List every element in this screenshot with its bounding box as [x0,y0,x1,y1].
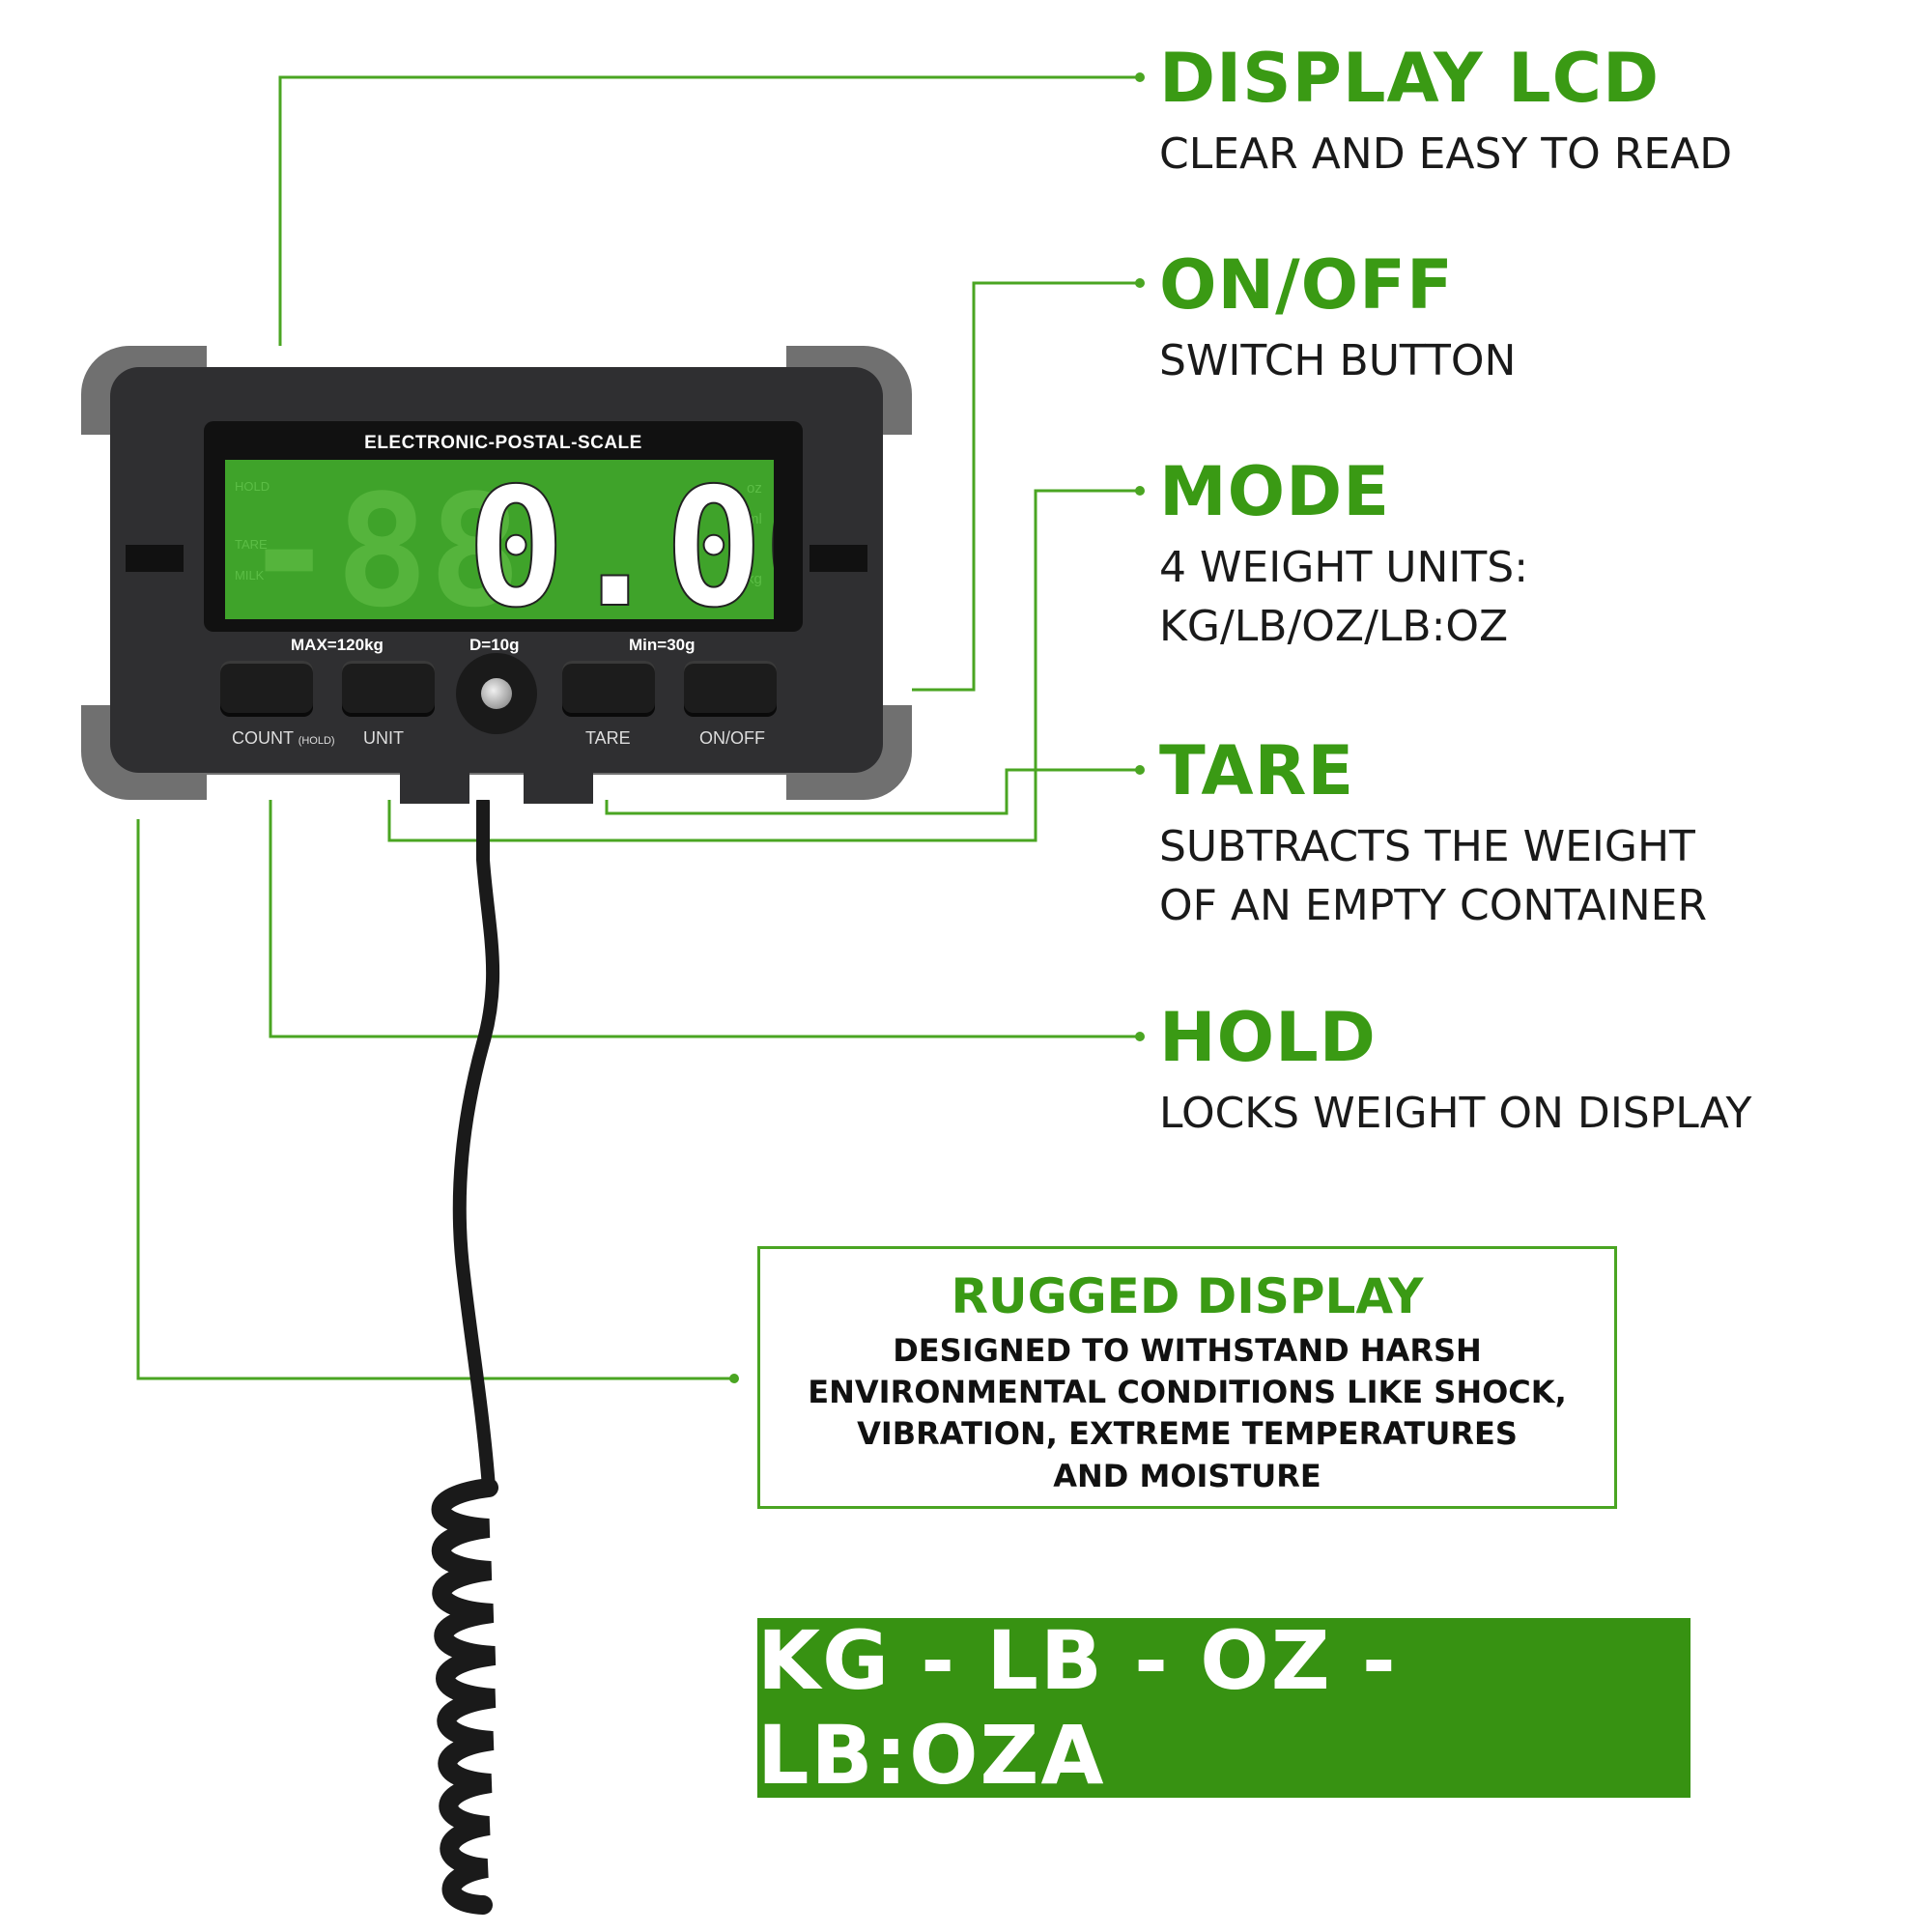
lcd-bezel: ELECTRONIC-POSTAL-SCALE HOLD TARE MILK o… [204,421,863,645]
feature-mode: MODE 4 WEIGHT UNITS: KG/LB/OZ/LB:OZ [1159,458,1528,656]
feature-desc: SUBTRACTS THE WEIGHT OF AN EMPTY CONTAIN… [1159,818,1707,935]
rugged-line: AND MOISTURE [1053,1457,1321,1494]
cable-mount-right [524,761,593,804]
rugged-title: RUGGED DISPLAY [951,1268,1424,1324]
lcd-brand-label: ELECTRONIC-POSTAL-SCALE [364,433,642,453]
center-knob [456,653,537,734]
tare-label: TARE [585,728,631,748]
feature-title: TARE [1159,731,1355,810]
feature-tare: TARE SUBTRACTS THE WEIGHT OF AN EMPTY CO… [1159,737,1707,935]
count-hold-label: COUNT (HOLD) [232,728,335,749]
lcd-indicator-tare: TARE [235,537,268,552]
callout-line-hold [269,768,1140,1038]
feature-title: ON/OFF [1159,245,1454,325]
feature-desc-line: LOCKS WEIGHT ON DISPLAY [1159,1089,1752,1138]
spec-division: D=10g [469,636,520,654]
lcd-weight-reading: 0.00 [467,460,774,619]
feature-desc-line: SWITCH BUTTON [1159,336,1517,385]
lcd-indicator-milk: MILK [235,568,265,582]
feature-display-lcd: DISPLAY LCD CLEAR AND EASY TO READ [1159,44,1732,185]
lcd-unit-lb: lb [733,538,747,554]
rugged-display-box: RUGGED DISPLAY DESIGNED TO WITHSTAND HAR… [757,1246,1617,1509]
rugged-line: DESIGNED TO WITHSTAND HARSH [893,1332,1482,1369]
rugged-description: DESIGNED TO WITHSTAND HARSH ENVIRONMENTA… [760,1330,1614,1497]
feature-desc-line: 4 WEIGHT UNITS: [1159,543,1529,592]
feature-desc: CLEAR AND EASY TO READ [1159,126,1732,185]
lcd-ghost-digits: -88 [242,461,522,619]
onoff-button[interactable] [684,661,777,717]
callout-line-display [278,75,1140,444]
lcd-indicator-hold: HOLD [235,479,270,494]
unit-button[interactable] [342,661,435,717]
feature-desc: SWITCH BUTTON [1159,332,1516,391]
spec-min: Min=30g [629,636,696,654]
lcd-indicator-oz: oz [747,480,762,497]
side-slot-left [126,545,184,572]
feature-desc: 4 WEIGHT UNITS: KG/LB/OZ/LB:OZ [1159,539,1528,656]
unit-label: UNIT [363,728,404,748]
lcd-indicator-kg: kg [747,571,762,587]
count-label: COUNT [232,728,294,748]
feature-desc: LOCKS WEIGHT ON DISPLAY [1159,1085,1751,1144]
lcd-indicator-ml: ml [747,511,762,527]
feature-onoff: ON/OFF SWITCH BUTTON [1159,251,1516,391]
feature-title: HOLD [1159,998,1377,1077]
tare-button[interactable] [562,661,655,717]
feature-title: DISPLAY LCD [1159,39,1661,118]
feature-hold: HOLD LOCKS WEIGHT ON DISPLAY [1159,1004,1751,1144]
coiled-cable [431,795,500,1915]
spec-max: MAX=120kg [291,636,384,654]
feature-title: MODE [1159,452,1391,531]
rugged-line: VIBRATION, EXTREME TEMPERATURES [857,1415,1518,1453]
callout-line-rugged [136,819,734,1380]
units-banner: KG - LB - OZ - LB:OZA [757,1613,1690,1803]
count-button[interactable] [220,661,313,717]
side-slot-right [810,545,867,572]
capacity-specs: MAX=120kg D=10g Min=30g [204,636,803,661]
rugged-line: ENVIRONMENTAL CONDITIONS LIKE SHOCK, [808,1374,1567,1411]
lcd-screen: HOLD TARE MILK oz ml kg -88 0.00 lb [225,452,863,645]
feature-desc-line: CLEAR AND EASY TO READ [1159,129,1733,179]
feature-desc-line: OF AN EMPTY CONTAINER [1159,880,1708,930]
callout-line-mode [387,489,1140,842]
feature-desc-line: SUBTRACTS THE WEIGHT [1159,822,1695,871]
scale-display-unit: ELECTRONIC-POSTAL-SCALE HOLD TARE MILK o… [81,346,912,804]
units-banner-text: KG - LB - OZ - LB:OZA [757,1613,1398,1803]
feature-desc-line: KG/LB/OZ/LB:OZ [1159,601,1509,651]
onoff-label: ON/OFF [699,728,765,748]
cable-mount-left [400,761,469,804]
hold-label: (HOLD) [298,735,335,747]
